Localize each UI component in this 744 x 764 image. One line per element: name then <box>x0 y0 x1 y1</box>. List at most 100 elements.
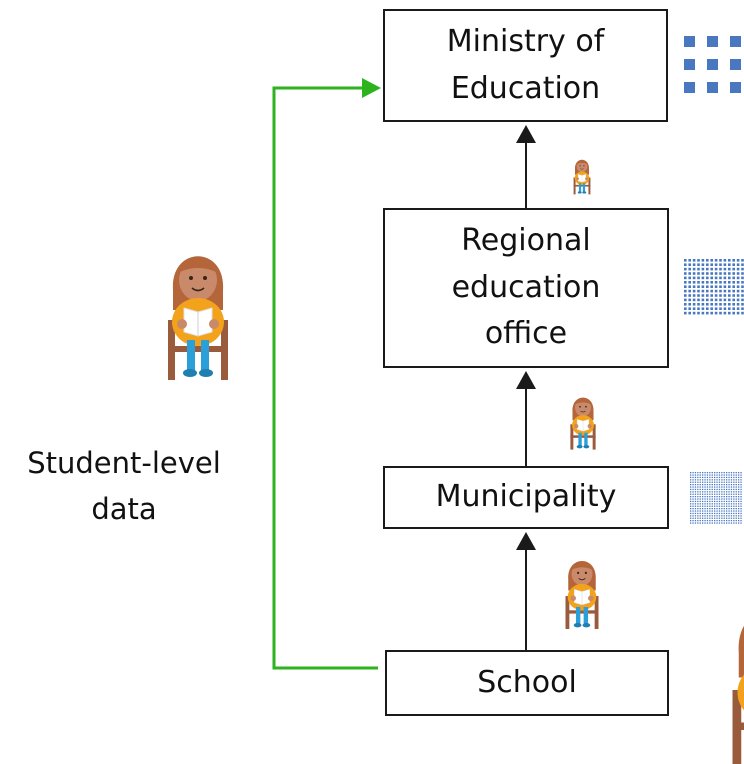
aggregate-dot <box>694 505 697 507</box>
aggregate-dot <box>709 491 711 493</box>
aggregate-dot <box>701 294 705 297</box>
aggregate-dot <box>730 517 733 519</box>
aggregate-dot <box>692 512 694 515</box>
aggregate-dot <box>697 496 699 498</box>
aggregate-dot <box>692 281 696 284</box>
aggregate-dot <box>714 520 716 522</box>
aggregate-dot <box>716 479 718 481</box>
aggregate-dot <box>728 272 731 275</box>
aggregate-dot <box>706 488 709 491</box>
aggregate-dot <box>714 484 716 486</box>
aggregate-dot <box>728 505 730 507</box>
aggregate-dot <box>694 517 697 519</box>
aggregate-dot <box>706 484 709 486</box>
aggregate-dot <box>723 496 725 498</box>
aggregate-dot <box>697 294 700 297</box>
aggregate-dot <box>741 303 744 306</box>
aggregate-dot <box>711 488 713 491</box>
aggregate-dot <box>733 517 735 519</box>
aggregate-dot <box>709 479 711 481</box>
student-reading-icon <box>570 397 596 450</box>
aggregate-dot <box>690 522 692 524</box>
aggregate-dot <box>721 491 723 493</box>
aggregate-dot <box>699 498 701 500</box>
aggregate-dot <box>733 508 735 510</box>
aggregate-dot <box>702 505 704 507</box>
aggregate-dot <box>740 496 742 498</box>
aggregate-dot <box>728 488 730 491</box>
aggregate-dot <box>735 496 737 498</box>
aggregate-dot <box>702 488 704 491</box>
aggregate-dot <box>701 307 705 310</box>
aggregate-dot <box>741 267 744 271</box>
aggregate-dot <box>694 508 697 510</box>
aggregate-dot <box>694 488 697 491</box>
aggregate-dot <box>684 285 687 288</box>
aggregate-dot <box>716 488 718 491</box>
aggregate-dot <box>719 289 722 293</box>
aggregate-dot <box>719 281 722 284</box>
aggregate-dot <box>710 263 713 266</box>
aggregate-dot <box>726 522 728 524</box>
aggregate-dot <box>738 498 740 500</box>
aggregate-dot <box>684 276 687 280</box>
aggregate-dot <box>702 508 704 510</box>
ministry-of-education-box: Ministry of Education <box>383 9 668 122</box>
aggregate-dot <box>699 515 701 517</box>
aggregate-dot <box>706 491 709 493</box>
aggregate-dot <box>733 510 735 512</box>
aggregate-dot <box>723 515 725 517</box>
aggregate-dot <box>694 512 697 515</box>
aggregate-dot <box>730 479 733 481</box>
aggregate-dot <box>701 303 705 306</box>
aggregate-dot <box>738 486 740 488</box>
aggregate-dot <box>697 503 699 505</box>
aggregate-dot <box>732 289 735 293</box>
aggregate-dot <box>690 491 692 493</box>
aggregate-dot <box>714 263 718 266</box>
aggregate-dot <box>736 259 740 262</box>
municipality-label: Municipality <box>435 479 617 515</box>
aggregate-dot <box>730 498 733 500</box>
aggregate-dot <box>697 472 699 474</box>
aggregate-dot <box>692 515 694 517</box>
aggregate-dot <box>728 481 730 483</box>
aggregate-dot <box>706 272 709 275</box>
aggregate-dot <box>702 491 704 493</box>
aggregate-dot <box>711 520 713 522</box>
aggregate-dot <box>704 493 706 495</box>
aggregate-dot <box>692 476 694 479</box>
aggregate-dot <box>740 486 742 488</box>
aggregate-dot <box>699 512 701 515</box>
aggregate-dot <box>709 484 711 486</box>
aggregate-dot <box>709 512 711 515</box>
aggregate-dot <box>728 307 731 310</box>
aggregate-dot <box>728 508 730 510</box>
aggregate-dot <box>716 496 718 498</box>
aggregate-dot <box>711 512 713 515</box>
aggregate-dot <box>688 298 691 302</box>
aggregate-dot <box>709 503 711 505</box>
aggregate-dot <box>706 472 709 474</box>
aggregate-dot <box>704 491 706 493</box>
aggregate-dot <box>697 289 700 293</box>
aggregate-dot <box>726 500 728 503</box>
aggregate-dot <box>702 476 704 479</box>
aggregate-dot <box>728 491 730 493</box>
aggregate-dot <box>735 481 737 483</box>
aggregate-dot <box>699 522 701 524</box>
aggregate-dot <box>709 486 711 488</box>
aggregate-dot <box>738 512 740 515</box>
aggregate-dot <box>735 520 737 522</box>
aggregate-dot <box>716 486 718 488</box>
aggregate-dot <box>723 498 725 500</box>
aggregate-dot <box>718 486 721 488</box>
aggregate-dot <box>706 479 709 481</box>
aggregate-dot <box>711 476 713 479</box>
aggregate-dot <box>692 294 696 297</box>
aggregate-dot <box>735 505 737 507</box>
aggregate-dot <box>730 472 733 474</box>
aggregate-dot <box>714 508 716 510</box>
aggregate-dot <box>706 508 709 510</box>
aggregate-dot <box>697 303 700 306</box>
